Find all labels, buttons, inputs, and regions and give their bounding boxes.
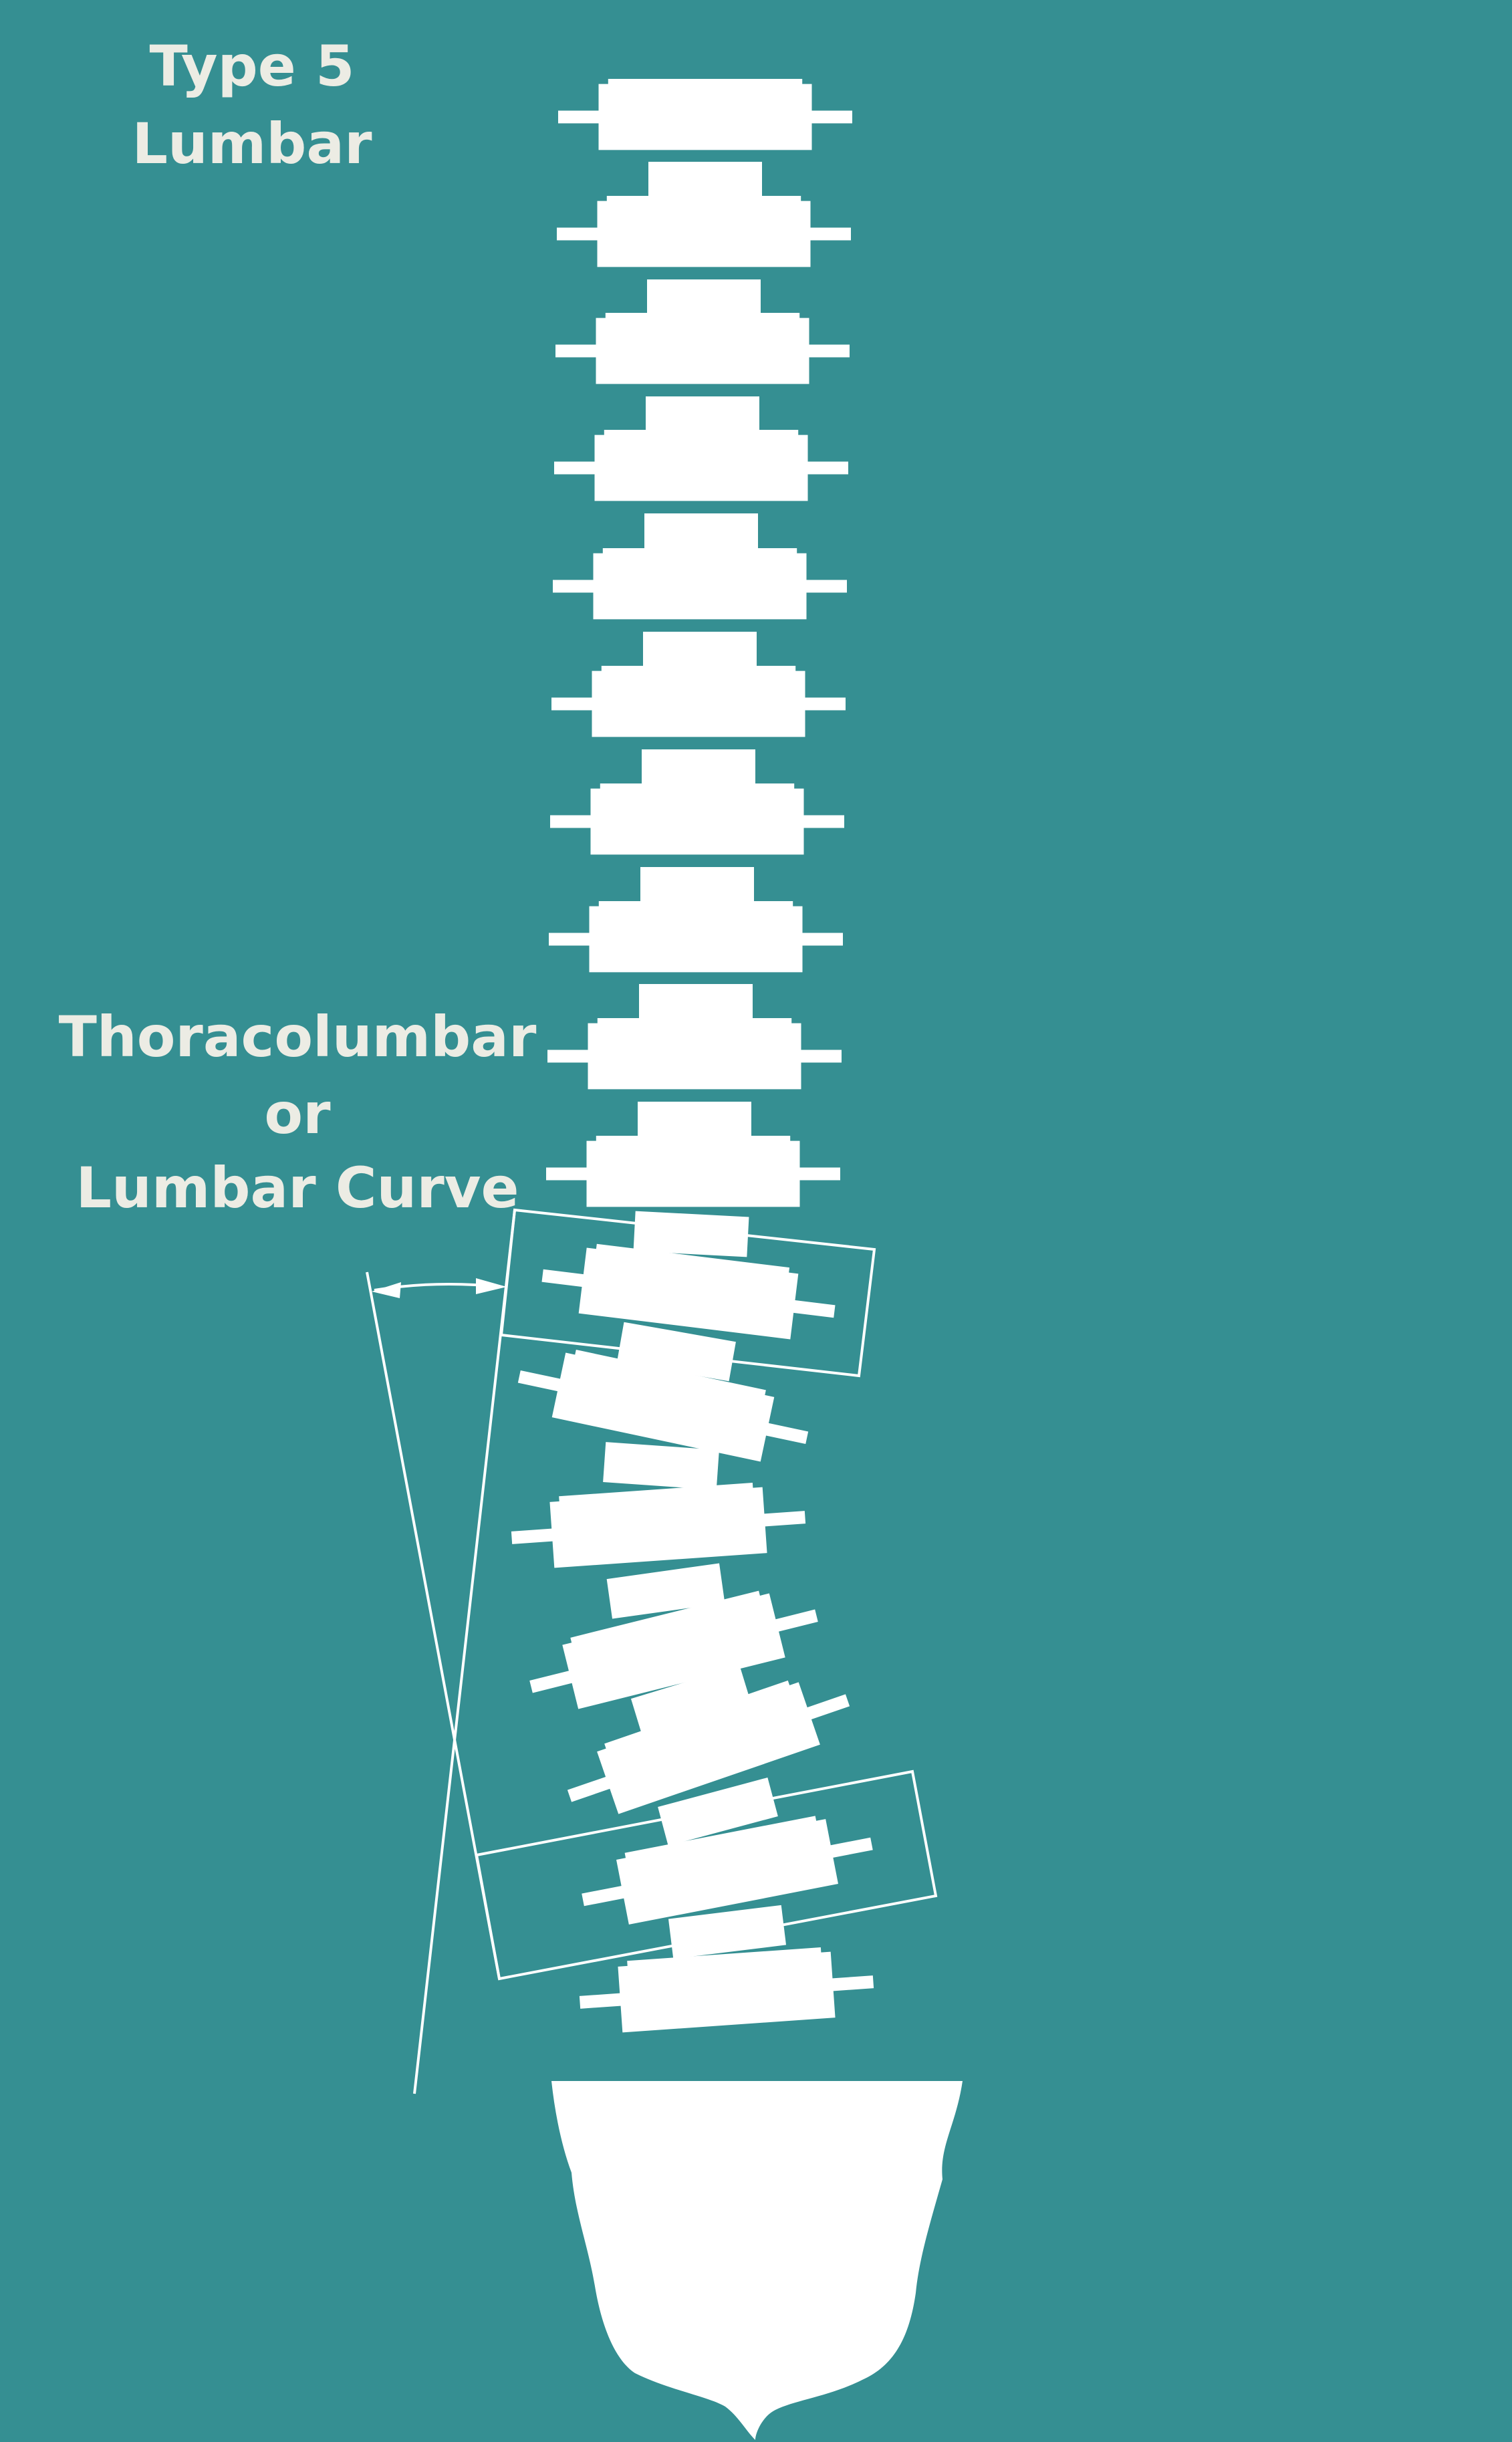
vertebra [550,783,844,855]
vertebra [555,313,850,384]
intervertebral-disc [640,867,754,907]
intervertebral-disc [603,1442,719,1490]
vertebra [546,1136,840,1207]
lower-perpendicular-line [366,1271,501,1979]
vertebra [549,901,843,973]
intervertebral-disc [606,1563,725,1619]
curve-label-line3: Lumbar Curve [76,1155,519,1221]
intervertebral-disc [658,1778,778,1846]
sacrum [551,2081,963,2440]
arrowhead-right [476,1278,507,1294]
vertebrae-column [509,79,878,2036]
intervertebral-disc [644,513,758,554]
vertebra [553,548,847,620]
intervertebral-disc [630,1665,752,1737]
intervertebral-disc [642,749,755,789]
vertebra [554,430,848,501]
curve-label-line2: or [264,1081,331,1146]
type-subtitle: Lumbar [132,111,372,176]
intervertebral-disc [648,162,762,202]
intervertebral-disc [643,632,757,672]
vertebra [551,666,846,737]
intervertebral-disc [668,1905,787,1959]
vertebra [558,79,852,150]
intervertebral-disc [639,984,753,1024]
vertebra [557,196,851,267]
intervertebral-disc [633,1211,749,1257]
curve-label-line1: Thoracolumbar [59,1004,537,1070]
vertebra [547,1018,842,1090]
cobb-angle-construction [366,1208,938,2094]
intervertebral-disc [638,1102,751,1142]
type-title: Type 5 [150,33,355,99]
arrowhead-left [372,1282,401,1298]
upper-perpendicular-line [413,1209,516,2094]
